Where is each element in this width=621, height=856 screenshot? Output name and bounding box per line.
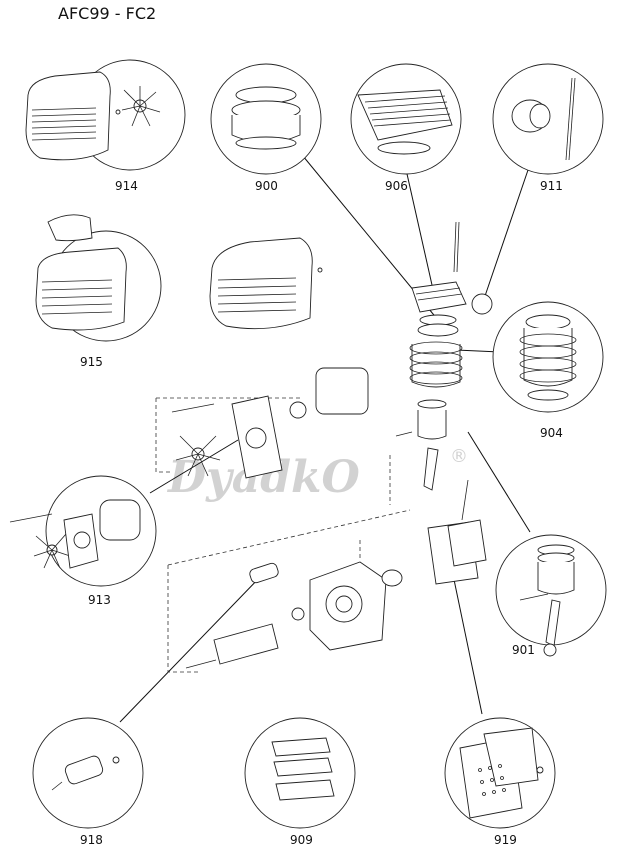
cylinder-part [411, 344, 461, 388]
callout-label-914: 914 [115, 179, 138, 193]
detail-circle-904[interactable] [492, 301, 604, 413]
stator-part [315, 367, 369, 415]
callout-label-906: 906 [385, 179, 408, 193]
diagram-title: AFC99 - FC2 [58, 4, 157, 23]
callout-label-904: 904 [540, 426, 563, 440]
dashed-box-motor [167, 565, 200, 673]
fan-icon [121, 86, 161, 127]
leader-line-904 [455, 349, 501, 353]
callout-label-900: 900 [255, 179, 278, 193]
watermark: DyadkO ® [166, 446, 468, 503]
assembly-dashed-lines [155, 397, 411, 673]
leader-line-911 [484, 169, 529, 297]
detail-circle-915[interactable] [35, 214, 162, 342]
detail-circle-900[interactable] [210, 63, 322, 175]
callout-label-911: 911 [540, 179, 563, 193]
head-bolt [453, 221, 457, 273]
piston-part [417, 410, 447, 440]
detail-circle-906[interactable] [350, 63, 462, 175]
callout-label-919: 919 [494, 833, 517, 847]
capacitor-part [249, 562, 279, 584]
detail-circle-913[interactable] [9, 475, 157, 587]
leader-line-913 [149, 439, 239, 494]
watermark-registered-mark: ® [450, 446, 468, 467]
detail-circle-919[interactable] [444, 717, 556, 829]
leader-line-919 [451, 569, 483, 715]
callout-label-909: 909 [290, 833, 313, 847]
detail-circle-918[interactable] [32, 717, 144, 829]
fan-icon [33, 533, 71, 569]
air-filter-part [471, 293, 493, 315]
shroud-part [209, 237, 323, 330]
leader-line-901 [467, 431, 531, 533]
connecting-rod-part [423, 447, 439, 491]
callout-label-918: 918 [80, 833, 103, 847]
detail-circle-911[interactable] [492, 63, 604, 175]
dashed-box-fan [155, 398, 172, 473]
fan-icon [175, 435, 221, 477]
detail-circle-901[interactable] [495, 534, 607, 657]
leader-line-906 [404, 164, 433, 286]
detail-circle-914[interactable] [25, 59, 186, 171]
callout-label-913: 913 [88, 593, 111, 607]
rotor-part [213, 623, 279, 665]
callout-label-901: 901 [512, 643, 535, 657]
detail-circle-909[interactable] [244, 717, 356, 829]
exploded-assembly [171, 221, 493, 669]
leader-line-918 [119, 574, 263, 723]
callout-labels: 914 900 906 911 915 904 913 901 918 909 … [80, 179, 563, 847]
callout-label-915: 915 [80, 355, 103, 369]
